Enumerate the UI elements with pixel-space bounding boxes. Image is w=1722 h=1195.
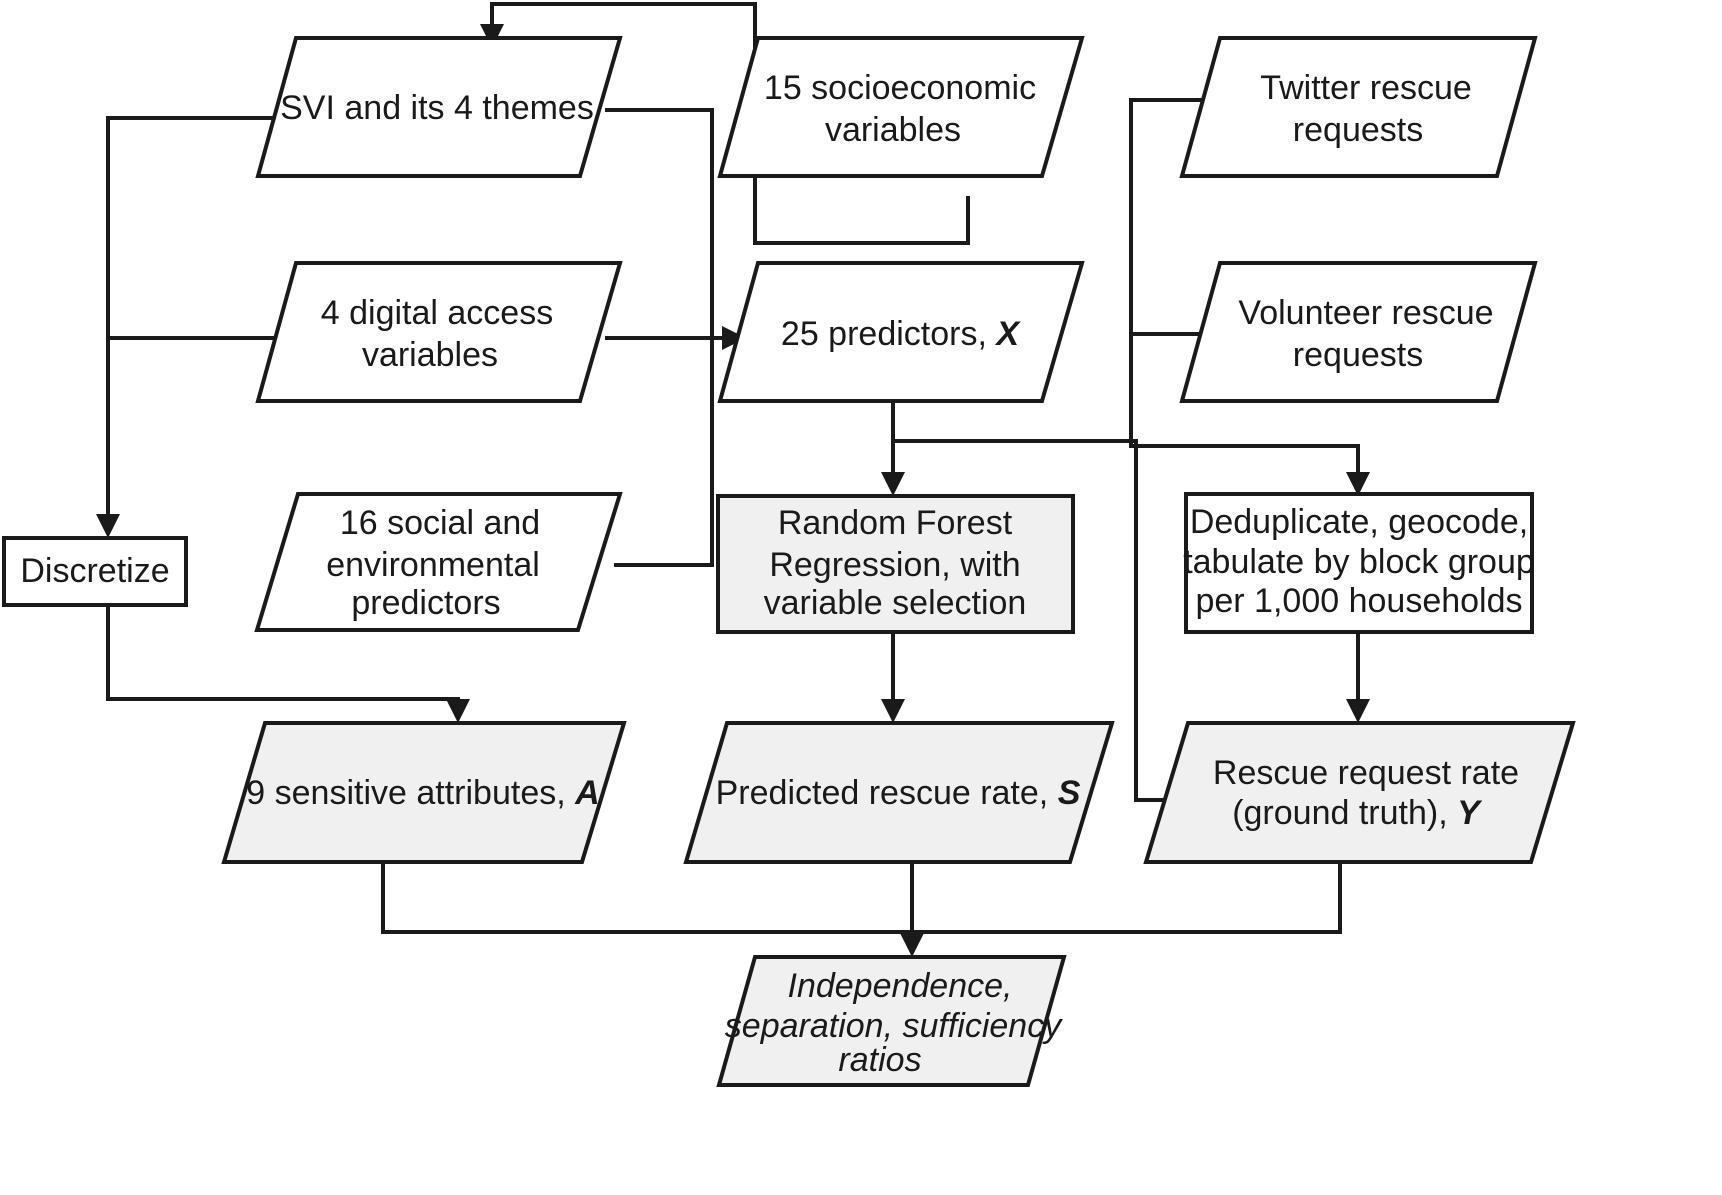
node-predicted-rate-shape bbox=[683, 721, 1115, 864]
node-twitter[interactable]: Twitter rescue requests bbox=[1179, 36, 1538, 178]
node-sensitive-attributes[interactable]: 9 sensitive attributes, A bbox=[221, 721, 627, 864]
edge-twitter-to-deduplicate bbox=[1129, 98, 1360, 478]
node-deduplicate-shape bbox=[1184, 492, 1534, 634]
node-ground-truth-shape bbox=[1143, 721, 1576, 864]
node-ratios-shape bbox=[716, 955, 1067, 1087]
node-svi-shape bbox=[255, 36, 623, 178]
node-digital-access[interactable]: 4 digital access variables bbox=[255, 261, 623, 403]
node-socioeconomic-label-line1: 15 socioeconomic bbox=[764, 69, 1036, 107]
edge-svi-to-discretize bbox=[106, 116, 296, 520]
node-random-forest[interactable]: Random Forest Regression, with variable … bbox=[716, 494, 1075, 634]
node-volunteer-label-line2: requests bbox=[1293, 336, 1423, 374]
arrowhead-merge-to-ratios bbox=[900, 933, 924, 957]
node-predictors-label: 25 predictors, X bbox=[781, 315, 1021, 353]
node-svi-label: SVI and its 4 themes bbox=[280, 89, 594, 127]
node-deduplicate-label-line2: tabulate by block group bbox=[1183, 543, 1535, 581]
node-digital-access-label-line1: 4 digital access bbox=[321, 294, 553, 332]
node-deduplicate-label-line1: Deduplicate, geocode, bbox=[1190, 503, 1528, 541]
node-deduplicate[interactable]: Deduplicate, geocode, tabulate by block … bbox=[1183, 492, 1535, 634]
connector-layer bbox=[96, 2, 1370, 957]
node-predicted-rate[interactable]: Predicted rescue rate, S bbox=[683, 721, 1115, 864]
node-twitter-label-line1: Twitter rescue bbox=[1260, 69, 1472, 107]
node-volunteer-shape bbox=[1179, 261, 1538, 403]
arrowhead-discretize-to-sensitive-attributes bbox=[446, 699, 470, 723]
node-sensitive-attributes-label: 9 sensitive attributes, A bbox=[246, 774, 599, 812]
node-socioeconomic-label-line2: variables bbox=[825, 111, 961, 149]
edge-sensitive-attributes-to-ratios bbox=[381, 862, 912, 934]
edge-social-env-to-predictors bbox=[614, 338, 714, 567]
arrowhead-deduplicate-to-ground-truth bbox=[1346, 699, 1370, 723]
arrowhead-predictors-to-random-forest bbox=[881, 472, 905, 496]
node-ratios-label-line1: Independence, bbox=[788, 967, 1013, 1005]
node-digital-access-label-line2: variables bbox=[362, 336, 498, 374]
arrowhead-svi-to-discretize bbox=[96, 514, 120, 538]
edge-svi-to-predictors bbox=[605, 108, 714, 338]
node-sensitive-attributes-shape bbox=[221, 721, 627, 864]
node-random-forest-label-line2: Regression, with bbox=[769, 546, 1020, 584]
node-ground-truth-label-line1: Rescue request rate bbox=[1213, 754, 1519, 792]
node-svi[interactable]: SVI and its 4 themes bbox=[255, 36, 623, 178]
node-predictors[interactable]: 25 predictors, X bbox=[717, 261, 1085, 403]
node-discretize-label: Discretize bbox=[20, 552, 169, 590]
node-random-forest-shape bbox=[716, 494, 1075, 634]
node-social-env-label-line1: 16 social and bbox=[340, 504, 540, 542]
node-volunteer[interactable]: Volunteer rescue requests bbox=[1179, 261, 1538, 403]
node-random-forest-label-line3: variable selection bbox=[764, 584, 1027, 622]
node-discretize[interactable]: Discretize bbox=[2, 536, 188, 607]
arrowhead-digital-access-to-predictors bbox=[722, 326, 746, 350]
edge-ground-truth-to-ratios bbox=[912, 862, 1342, 934]
node-ground-truth-label-line2: (ground truth), Y bbox=[1232, 794, 1483, 832]
node-predicted-rate-label: Predicted rescue rate, S bbox=[716, 774, 1081, 812]
arrowhead-random-forest-to-predicted-rate bbox=[881, 699, 905, 723]
arrowhead-twitter-to-deduplicate bbox=[1346, 472, 1370, 496]
node-social-env-label-line2: environmental bbox=[326, 546, 540, 584]
node-digital-access-shape bbox=[255, 261, 623, 403]
node-twitter-label-line2: requests bbox=[1293, 111, 1423, 149]
node-volunteer-label-line1: Volunteer rescue bbox=[1238, 294, 1493, 332]
node-twitter-shape bbox=[1179, 36, 1538, 178]
node-ground-truth[interactable]: Rescue request rate (ground truth), Y bbox=[1143, 721, 1576, 864]
node-predictors-shape bbox=[717, 261, 1085, 403]
node-ratios-label-line3: ratios bbox=[838, 1041, 921, 1079]
node-ratios[interactable]: Independence, separation, sufficiency ra… bbox=[716, 955, 1067, 1087]
node-discretize-shape bbox=[2, 536, 188, 607]
node-social-env-shape bbox=[254, 492, 623, 632]
edge-ground-truth-to-random-forest bbox=[893, 439, 1166, 802]
node-social-env-label-line3: predictors bbox=[351, 584, 500, 622]
node-ratios-label-line2: separation, sufficiency bbox=[725, 1007, 1063, 1045]
node-random-forest-label-line1: Random Forest bbox=[778, 504, 1013, 542]
node-social-env[interactable]: 16 social and environmental predictors bbox=[254, 492, 623, 632]
node-deduplicate-label-line3: per 1,000 households bbox=[1195, 582, 1522, 620]
node-socioeconomic[interactable]: 15 socioeconomic variables bbox=[717, 36, 1085, 178]
node-socioeconomic-shape bbox=[717, 36, 1085, 178]
